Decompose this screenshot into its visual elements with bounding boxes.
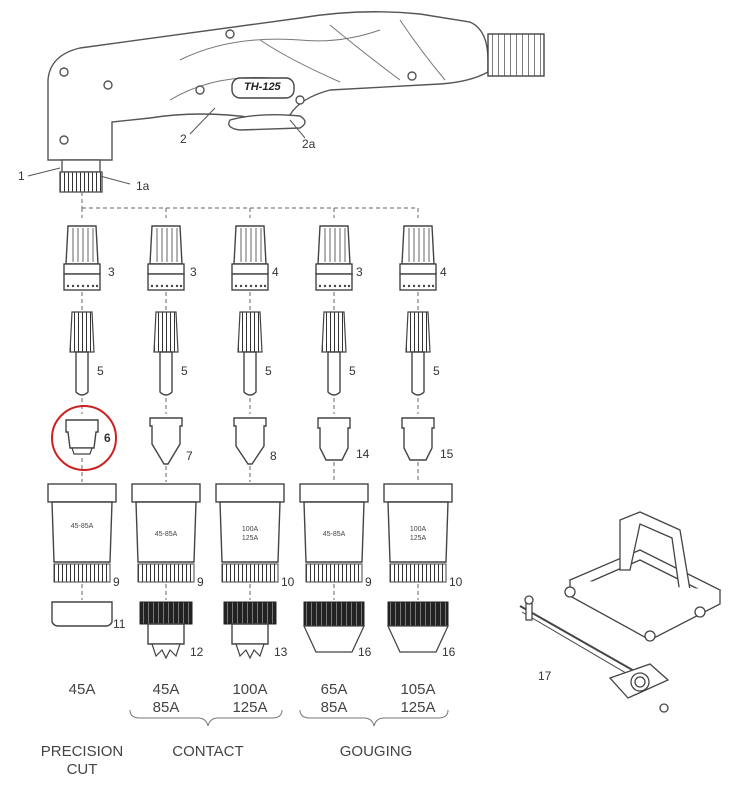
nozzle-part-label: 9 <box>365 575 372 589</box>
swirl-ring-label: 4 <box>272 265 279 279</box>
torch-model-label: TH-125 <box>244 81 281 93</box>
nozzle-rating: 45-85A <box>322 531 346 538</box>
callout-1a: 1a <box>136 179 150 193</box>
dashed-connectors <box>81 192 419 218</box>
amp-rating: 45A <box>68 681 96 698</box>
tip-14 <box>317 417 351 461</box>
nozzle-part-label: 9 <box>113 575 120 589</box>
bottom-part-label: 11 <box>113 617 126 631</box>
tip-label: 15 <box>440 447 454 461</box>
deflector <box>51 601 113 627</box>
bottom-part-label: 16 <box>358 645 372 659</box>
electrode-label: 5 <box>433 364 440 378</box>
electrode <box>237 311 263 353</box>
swirl-ring-label: 3 <box>108 265 115 279</box>
swirl-ring-label: 3 <box>190 265 197 279</box>
circle-guide-kit <box>519 511 722 713</box>
callout-2: 2 <box>180 132 187 146</box>
tip-6 <box>65 419 99 449</box>
electrode-label: 5 <box>181 364 188 378</box>
electrode <box>321 311 347 353</box>
tip-7 <box>149 417 183 465</box>
electrode <box>405 311 431 353</box>
swirl-ring-label: 4 <box>440 265 447 279</box>
electrode-label: 5 <box>349 364 356 378</box>
torch-body <box>47 11 545 193</box>
electrode <box>69 311 95 353</box>
callout-1: 1 <box>18 169 25 183</box>
torch-callout-leaders <box>27 107 306 185</box>
electrode-label: 5 <box>265 364 272 378</box>
part-column-2 <box>131 225 201 660</box>
category-contact: CONTACT <box>172 743 244 760</box>
guide-kit-label: 17 <box>538 669 552 683</box>
callout-2a: 2a <box>302 137 316 151</box>
category-gouging: GOUGING <box>339 743 413 760</box>
bottom-part-label: 13 <box>274 645 288 659</box>
part-column-4 <box>299 225 369 653</box>
highlight-circle <box>51 405 117 471</box>
tip-8 <box>233 417 267 465</box>
electrode <box>153 311 179 353</box>
nozzle-part-label: 9 <box>197 575 204 589</box>
nozzle-part-label: 10 <box>449 575 463 589</box>
tip-label: 7 <box>186 449 193 463</box>
tip-label: 6 <box>104 431 111 445</box>
tip-label: 14 <box>356 447 370 461</box>
bottom-part-label: 12 <box>190 645 204 659</box>
part-column-5 <box>383 225 453 653</box>
tip-15 <box>401 417 435 461</box>
bottom-part-label: 16 <box>442 645 456 659</box>
nozzle-rating: 45-85A <box>154 531 178 538</box>
part-column-3 <box>215 225 285 660</box>
nozzle-rating: 45-85A <box>70 523 94 530</box>
nozzle-part-label: 10 <box>281 575 295 589</box>
part-column-1 <box>47 225 117 627</box>
electrode-label: 5 <box>97 364 104 378</box>
tip-label: 8 <box>270 449 277 463</box>
swirl-ring-label: 3 <box>356 265 363 279</box>
